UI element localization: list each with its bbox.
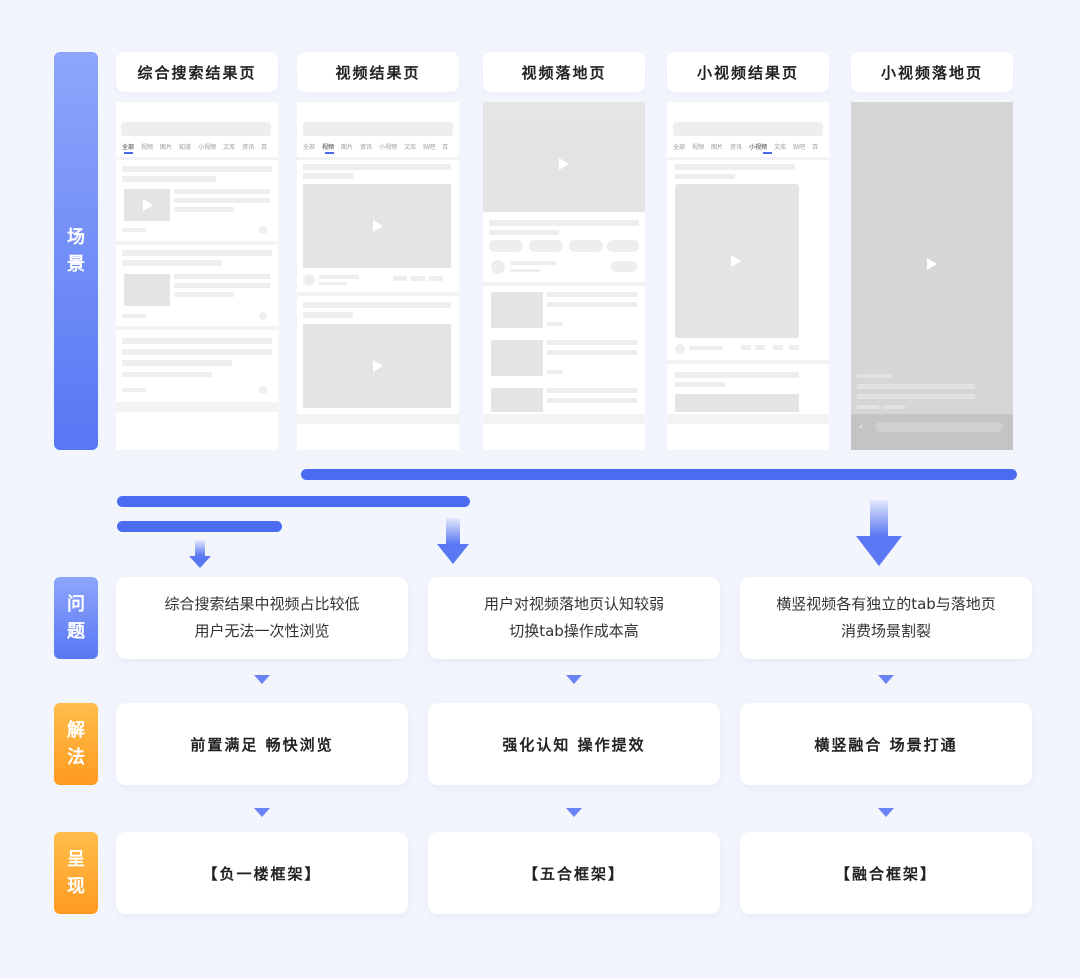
section-label-problem: 问题	[54, 577, 98, 659]
scene-title-video-results: 视频结果页	[297, 52, 459, 92]
section-label-presentation: 呈现	[54, 832, 98, 914]
back-chevron-icon: ‹	[859, 420, 864, 433]
connector-bar-short	[117, 521, 282, 532]
wireframe-short-video-landing: ‹	[851, 102, 1013, 450]
triangle-down-icon	[566, 808, 582, 817]
solution-card: 前置满足 畅快浏览	[116, 703, 408, 785]
problem-text: 用户无法一次性浏览	[194, 622, 330, 640]
problem-card: 综合搜索结果中视频占比较低 用户无法一次性浏览	[116, 577, 408, 659]
connector-bar-wide	[301, 469, 1017, 480]
solution-card: 横竖融合 场景打通	[740, 703, 1032, 785]
problem-text: 切换tab操作成本高	[509, 622, 639, 640]
triangle-down-icon	[254, 675, 270, 684]
wireframe-tabs: 全部视频图片资讯小视频文库贴吧百	[673, 144, 819, 151]
triangle-down-icon	[254, 808, 270, 817]
wireframe-short-video-results: 全部视频图片资讯小视频文库贴吧百	[667, 102, 829, 450]
solution-card: 强化认知 操作提效	[428, 703, 720, 785]
scene-title-search-results: 综合搜索结果页	[116, 52, 278, 92]
problem-card: 横竖视频各有独立的tab与落地页 消费场景割裂	[740, 577, 1032, 659]
scene-title-short-video-results: 小视频结果页	[667, 52, 829, 92]
wireframe-tabs: 全部视频图片知道小视频文库资讯百	[122, 144, 268, 151]
problem-text: 横竖视频各有独立的tab与落地页	[776, 595, 996, 613]
connector-bar-mid	[117, 496, 470, 507]
wireframe-tabs: 全部视频图片资讯小视频文库贴吧百	[303, 144, 449, 151]
wireframe-video-results: 全部视频图片资讯小视频文库贴吧百	[297, 102, 459, 450]
problem-card: 用户对视频落地页认知较弱 切换tab操作成本高	[428, 577, 720, 659]
presentation-card: 【融合框架】	[740, 832, 1032, 914]
triangle-down-icon	[566, 675, 582, 684]
section-label-solution: 解法	[54, 703, 98, 785]
problem-text: 用户对视频落地页认知较弱	[483, 595, 664, 613]
wireframe-video-landing	[483, 102, 645, 450]
scene-title-video-landing: 视频落地页	[483, 52, 645, 92]
triangle-down-icon	[878, 675, 894, 684]
presentation-card: 【五合框架】	[428, 832, 720, 914]
scene-title-short-video-landing: 小视频落地页	[851, 52, 1013, 92]
presentation-card: 【负一楼框架】	[116, 832, 408, 914]
problem-text: 消费场景割裂	[840, 622, 931, 640]
problem-text: 综合搜索结果中视频占比较低	[164, 595, 360, 613]
section-label-scene: 场景	[54, 52, 98, 450]
wireframe-search-results: 全部视频图片知道小视频文库资讯百	[116, 102, 278, 450]
triangle-down-icon	[878, 808, 894, 817]
